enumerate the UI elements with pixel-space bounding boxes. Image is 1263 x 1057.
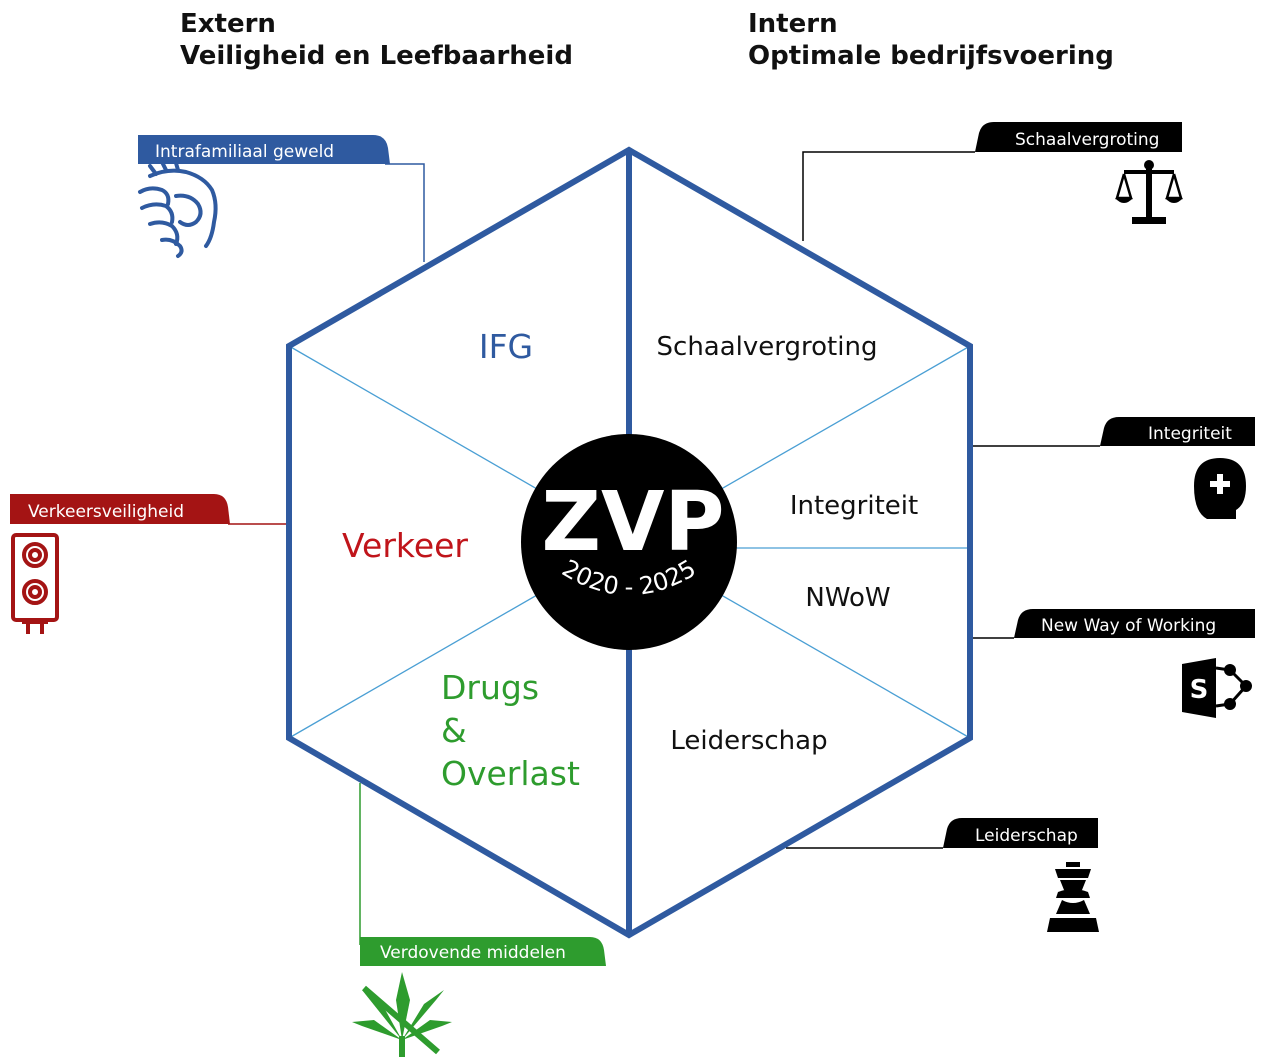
tab-schaalvergroting: Schaalvergroting (975, 122, 1182, 152)
heading-extern: Extern Veiligheid en Leefbaarheid (180, 8, 573, 72)
tab-intrafamiliaal-bg (138, 135, 390, 164)
heading-intern-title: Intern (748, 9, 838, 39)
no-cannabis-icon (352, 972, 452, 1057)
tab-verkeersveiligheid-bg (10, 494, 230, 524)
segment-label-schaalvergroting: Schaalvergroting (657, 332, 878, 362)
tab-leiderschap-bg (943, 818, 1098, 848)
segment-label-nwow: NWoW (805, 583, 890, 613)
tab-new-way-label: New Way of Working (1041, 616, 1216, 636)
heading-intern: Intern Optimale bedrijfsvoering (748, 8, 1114, 72)
tab-integriteit: Integriteit (1100, 417, 1255, 446)
hexagon-outline (286, 146, 973, 939)
tab-verdovende-label: Verdovende middelen (380, 943, 566, 963)
tab-verdovende-bg (360, 937, 606, 966)
tab-new-way-bg (1014, 609, 1255, 638)
segment-label-ampersand: & (441, 711, 467, 750)
segment-label-ifg: IFG (479, 327, 533, 366)
sharepoint-icon: S (1182, 658, 1252, 718)
segment-label-leiderschap: Leiderschap (670, 726, 827, 756)
center-circle (521, 434, 737, 650)
segment-label-drugs: Drugs (441, 668, 539, 707)
tab-intrafamiliaal: Intrafamiliaal geweld (138, 135, 390, 164)
traffic-light-icon (11, 533, 59, 634)
svg-text:S: S (1190, 675, 1209, 705)
tab-integriteit-label: Integriteit (1148, 424, 1232, 444)
tab-intrafamiliaal-label: Intrafamiliaal geweld (155, 142, 334, 162)
tab-leiderschap-label: Leiderschap (975, 826, 1078, 846)
connector-schaalvergroting (802, 151, 975, 241)
segment-label-verkeer: Verkeer (342, 526, 468, 565)
tab-verdovende: Verdovende middelen (360, 937, 606, 966)
tab-schaalvergroting-label: Schaalvergroting (1015, 130, 1159, 150)
tab-new-way: New Way of Working (1014, 609, 1255, 638)
segment-label-integriteit: Integriteit (790, 491, 918, 521)
heading-extern-subtitle: Veiligheid en Leefbaarheid (180, 41, 573, 71)
tab-leiderschap: Leiderschap (943, 818, 1098, 848)
heading-intern-subtitle: Optimale bedrijfsvoering (748, 41, 1114, 71)
tab-schaalvergroting-bg (975, 122, 1182, 152)
head-plus-icon (1194, 458, 1246, 519)
chess-king-icon (1047, 862, 1099, 932)
center-title: ZVP (541, 475, 724, 570)
connector-intrafamiliaal (385, 163, 425, 262)
tab-verkeersveiligheid-label: Verkeersveiligheid (28, 502, 184, 522)
fist-icon (138, 160, 218, 258)
tab-verkeersveiligheid: Verkeersveiligheid (10, 494, 230, 524)
heading-extern-title: Extern (180, 9, 276, 39)
segment-label-overlast: Overlast (441, 754, 580, 793)
scales-icon (1115, 160, 1183, 224)
tab-integriteit-bg (1100, 417, 1255, 446)
